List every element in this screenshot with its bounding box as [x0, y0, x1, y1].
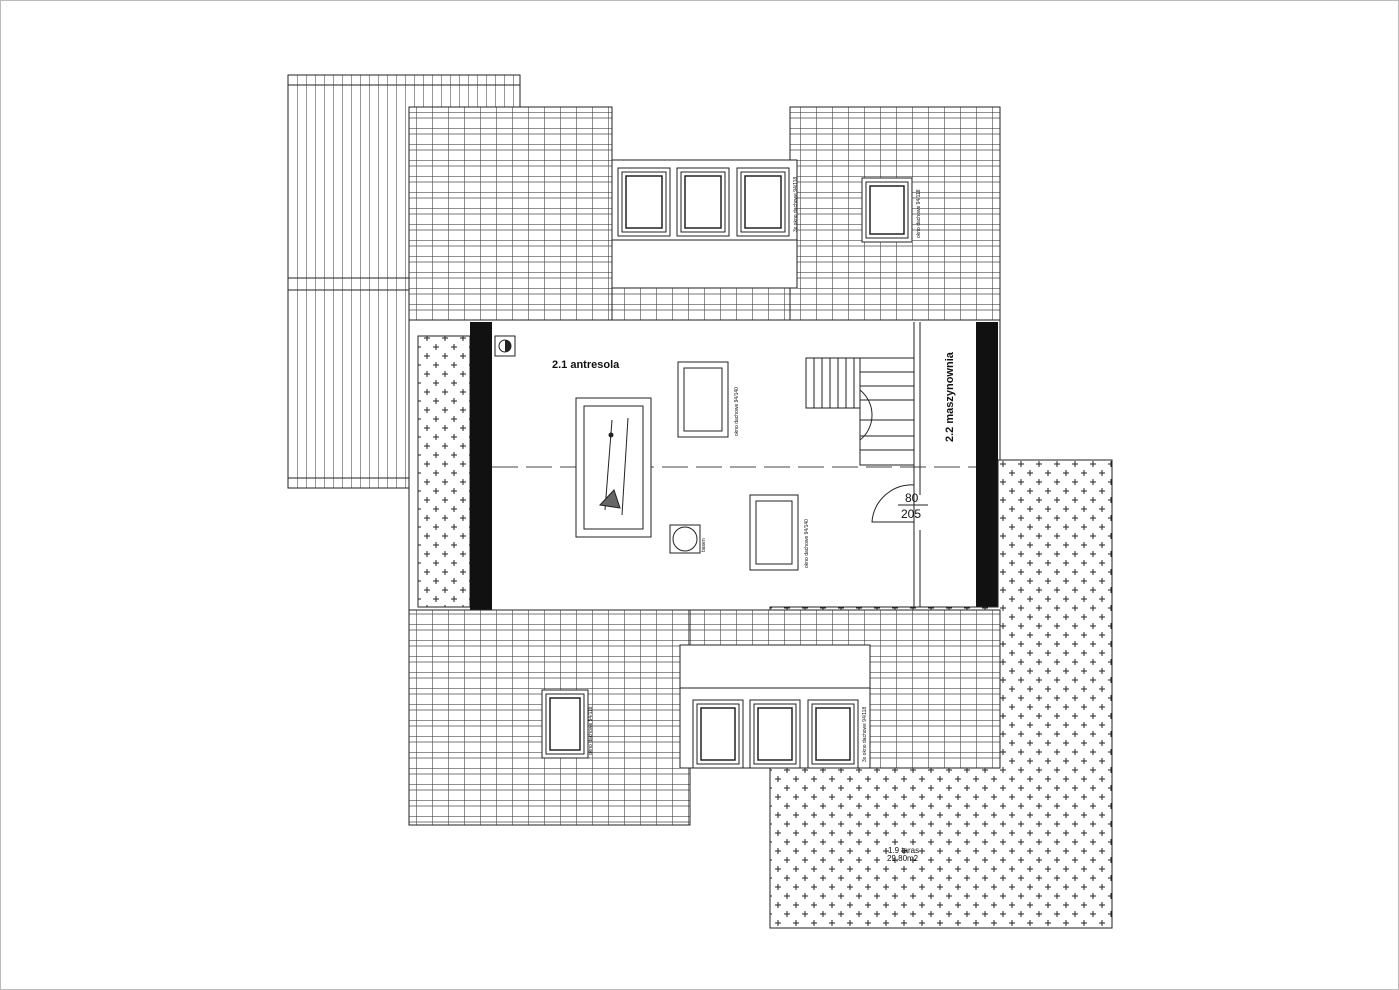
roof-window: [692, 699, 744, 769]
roof-top-left: [408, 106, 613, 321]
wall-left: [470, 322, 492, 610]
door: [871, 484, 928, 530]
room-label-maszynownia: 2.2 maszynownia: [944, 351, 956, 442]
window-label: okno dachowe 94/140: [804, 519, 810, 568]
billiard-table: [575, 397, 652, 538]
door-width: 80: [905, 491, 919, 505]
table-bottom: [749, 494, 799, 571]
terrace-area: 29,80m2: [887, 854, 919, 863]
roof-window: [861, 177, 913, 243]
room-label-antresola: 2.1 antresola: [552, 359, 620, 371]
window-label: okno dachowe 94/140: [734, 387, 740, 436]
basin-label: basen: [701, 538, 707, 552]
table-top: [677, 361, 729, 438]
staircase: [805, 357, 915, 466]
window-label: 3x okno dachowe 94/118: [793, 177, 799, 232]
window-label: okno dachowe 94/118: [916, 189, 922, 238]
terrace-strip-left: [417, 335, 471, 608]
roof-windows: [541, 167, 913, 769]
terrace-name: 1.9 taras: [888, 846, 919, 855]
roof-window: [807, 699, 859, 769]
roof-window: [541, 689, 589, 759]
door-height: 205: [901, 507, 921, 521]
window-label: 3x okno dachowe 94/118: [862, 707, 868, 762]
roof-window: [736, 167, 790, 237]
window-label: okno dachowe 94/118: [588, 706, 594, 755]
wall-right: [976, 322, 998, 610]
roof-window: [617, 167, 671, 237]
roof-window: [749, 699, 801, 769]
basin: [669, 524, 701, 554]
boiler-icon: [494, 335, 516, 357]
roof-window: [676, 167, 730, 237]
